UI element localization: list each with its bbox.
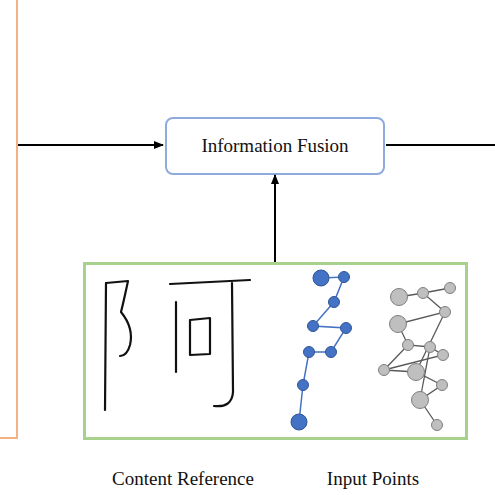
input-group-box: Content ReferenceInput Points bbox=[83, 262, 468, 440]
handwritten-character bbox=[105, 280, 250, 410]
arrow-connector bbox=[274, 175, 276, 262]
caption-label: Content Reference bbox=[83, 468, 283, 490]
gray-point-graph bbox=[384, 288, 450, 425]
caption-label: Input Points bbox=[273, 468, 473, 490]
fusion-box: Information Fusion bbox=[165, 117, 385, 175]
node-label: Information Fusion bbox=[201, 135, 348, 157]
blue-points bbox=[291, 270, 352, 430]
output-line bbox=[386, 144, 495, 146]
input-arrow bbox=[18, 144, 163, 146]
gray-points bbox=[379, 283, 456, 431]
encoder-box bbox=[0, 0, 17, 438]
blue-point-graph bbox=[299, 277, 346, 422]
